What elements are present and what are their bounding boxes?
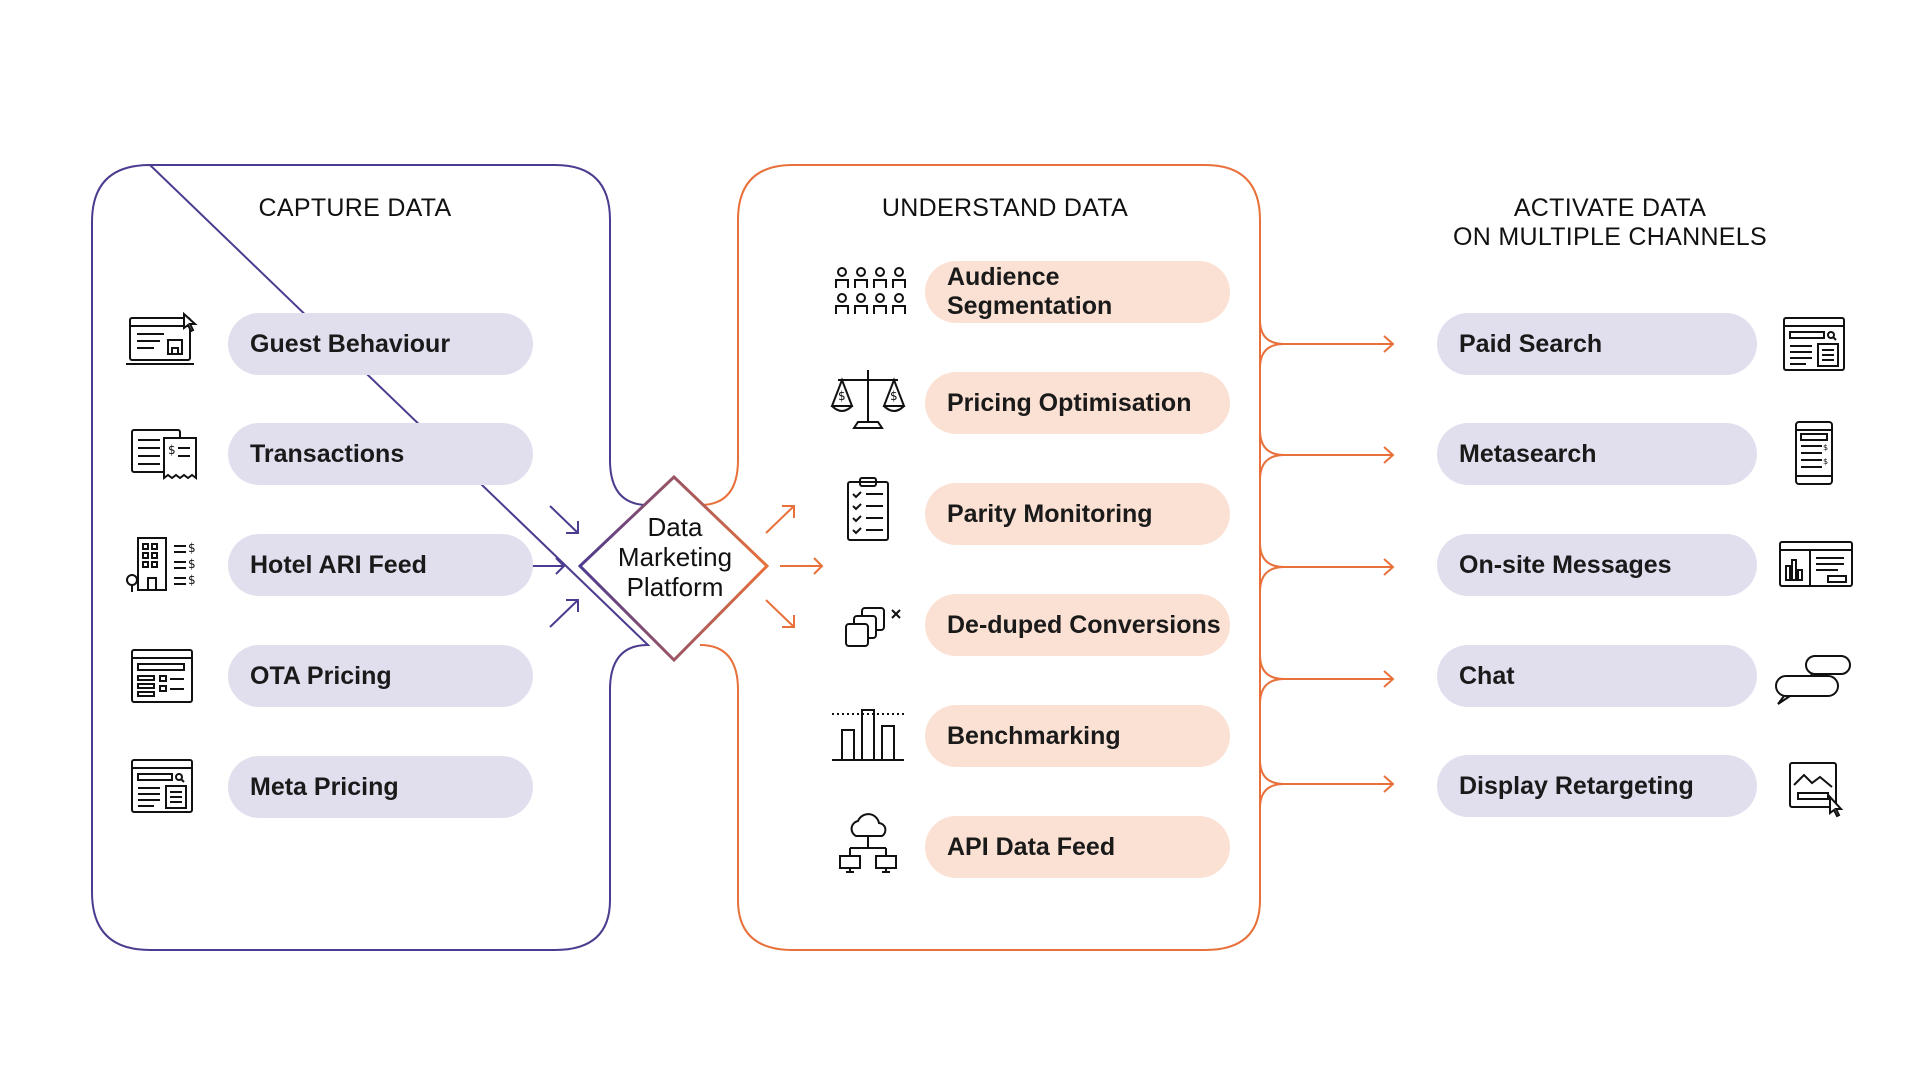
pill-hotel-ari-feed: Hotel ARI Feed (228, 534, 533, 596)
pill-paid-search: Paid Search (1437, 313, 1757, 375)
svg-text:$: $ (1823, 443, 1828, 452)
pill-meta-pricing: Meta Pricing (228, 756, 533, 818)
pill-label: Display Retargeting (1459, 771, 1694, 800)
pill-pricing-optimisation: Pricing Optimisation (925, 372, 1230, 434)
center-label-line2: Marketing (617, 542, 733, 572)
pill-label: Parity Monitoring (947, 499, 1153, 528)
activate-heading-line1: ACTIVATE DATA (1513, 194, 1707, 222)
pill-label: Transactions (250, 439, 405, 468)
search-results-icon (1776, 310, 1856, 380)
svg-text:$: $ (168, 443, 176, 457)
capture-heading: CAPTURE DATA (258, 194, 452, 222)
chat-bubbles-icon (1772, 642, 1852, 712)
clipboard-checklist-icon (828, 476, 908, 546)
svg-text:$: $ (890, 389, 898, 403)
pill-guest-behaviour: Guest Behaviour (228, 313, 533, 375)
pill-parity-monitoring: Parity Monitoring (925, 483, 1230, 545)
pill-ota-pricing: OTA Pricing (228, 645, 533, 707)
search-page-icon (124, 752, 204, 822)
svg-text:$: $ (188, 557, 196, 571)
center-label-line3: Platform (626, 572, 724, 602)
pill-label: De-duped Conversions (947, 610, 1221, 639)
browser-cursor-icon (124, 310, 204, 380)
pill-de-duped-conversions: De-duped Conversions (925, 594, 1230, 656)
people-group-icon (828, 258, 908, 328)
pill-metasearch: Metasearch (1437, 423, 1757, 485)
center-diamond (577, 474, 770, 663)
pill-api-data-feed: API Data Feed (925, 816, 1230, 878)
pill-label: OTA Pricing (250, 661, 392, 690)
incoming-arrows (522, 505, 579, 628)
pill-label: Pricing Optimisation (947, 388, 1192, 417)
pill-audience-segmentation: Audience Segmentation (925, 261, 1230, 323)
pill-label: Meta Pricing (250, 772, 399, 801)
pill-label: Audience Segmentation (947, 263, 1113, 320)
duplicate-copies-icon (828, 592, 908, 662)
bar-chart-icon (828, 700, 908, 770)
svg-text:$: $ (1823, 457, 1828, 466)
center-label: Data Marketing Platform (600, 512, 750, 602)
understand-heading: UNDERSTAND DATA (881, 194, 1129, 222)
center-label-line1: Data (647, 512, 703, 542)
pill-label: On-site Messages (1459, 550, 1672, 579)
pill-label: Chat (1459, 661, 1515, 690)
activation-connectors (1259, 319, 1395, 820)
svg-text:$: $ (188, 573, 196, 587)
pill-label: Benchmarking (947, 721, 1121, 750)
pill-label: Metasearch (1459, 439, 1597, 468)
display-ad-icon (1776, 755, 1856, 825)
cloud-network-icon (828, 810, 908, 880)
pill-label: Paid Search (1459, 329, 1603, 358)
pill-chat: Chat (1437, 645, 1757, 707)
svg-text:$: $ (838, 389, 846, 403)
pill-label: Hotel ARI Feed (250, 550, 427, 579)
outgoing-arrows (765, 505, 824, 628)
pill-on-site-messages: On-site Messages (1437, 534, 1757, 596)
mobile-list-icon: $ $ (1776, 418, 1856, 488)
svg-text:$: $ (188, 541, 196, 555)
price-list-icon (124, 642, 204, 712)
pill-label: Guest Behaviour (250, 329, 451, 358)
activate-heading-line2: ON MULTIPLE CHANNELS (1453, 223, 1767, 251)
balance-scale-icon: $ $ (828, 366, 908, 436)
hotel-building-icon: $ $ $ (124, 530, 204, 600)
pill-benchmarking: Benchmarking (925, 705, 1230, 767)
pill-label: API Data Feed (947, 832, 1116, 861)
website-panel-icon (1776, 530, 1856, 600)
pill-transactions: Transactions (228, 423, 533, 485)
capture-frame (91, 163, 651, 951)
understand-frame (699, 164, 1261, 951)
pill-display-retargeting: Display Retargeting (1437, 755, 1757, 817)
receipt-icon: $ (124, 420, 204, 490)
